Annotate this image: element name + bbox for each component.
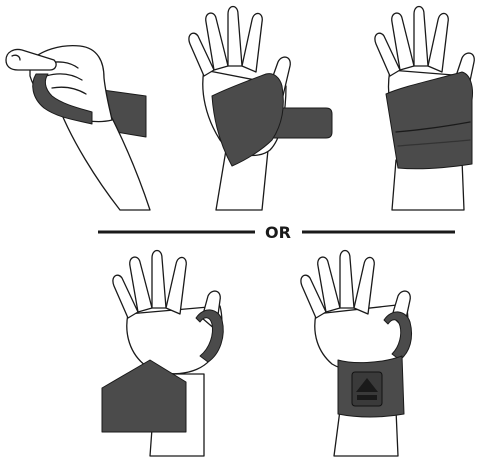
alt-step-2-wrap-secured	[301, 251, 412, 457]
finger-middle	[228, 7, 242, 67]
divider-label: OR	[265, 223, 291, 242]
step-3-wrap-secured	[375, 7, 474, 211]
finger-index	[242, 13, 262, 72]
finger-middle	[340, 251, 354, 309]
finger-index	[166, 257, 186, 314]
finger-index	[354, 257, 374, 314]
finger-index	[428, 13, 448, 72]
finger-middle	[152, 251, 166, 309]
finger-middle	[414, 7, 428, 67]
step-1-thumb-loop	[6, 46, 150, 210]
alt-step-1-thumb-loop	[102, 251, 223, 457]
logo-patch	[352, 372, 382, 406]
or-divider: OR	[98, 223, 455, 242]
step-2-wrap-palm	[189, 7, 332, 211]
